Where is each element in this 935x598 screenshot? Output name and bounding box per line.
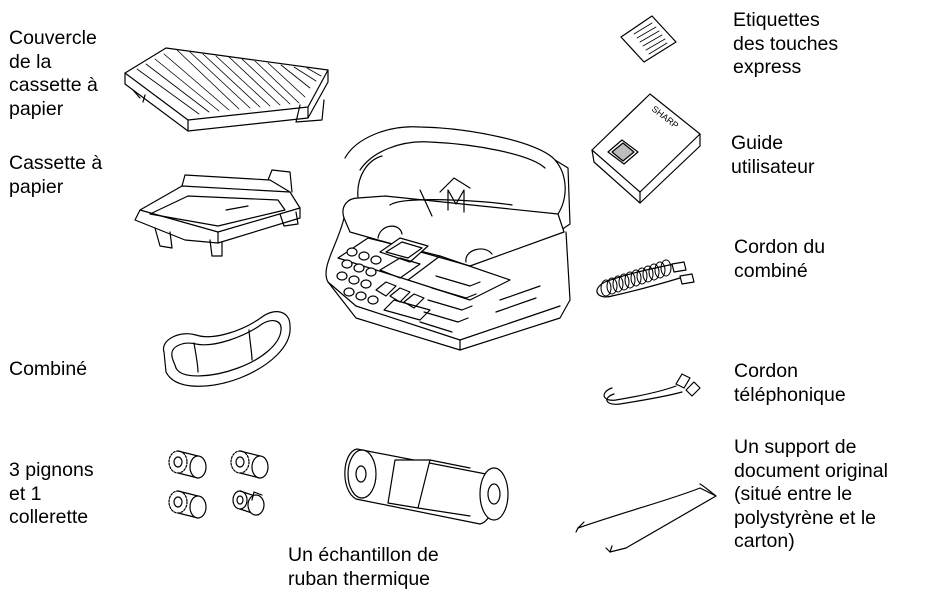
telephone-cord-illustration [604, 374, 700, 404]
rapid-key-labels-illustration [621, 16, 676, 62]
handset-illustration [163, 312, 290, 387]
user-guide-illustration: SHARP [592, 94, 700, 203]
gears-illustration [169, 451, 268, 518]
fax-machine-illustration [326, 127, 570, 350]
handset-cord-illustration [597, 260, 694, 297]
paper-tray-cover-illustration [125, 48, 328, 131]
thermal-ribbon-illustration [345, 449, 508, 524]
paper-tray-illustration [135, 170, 300, 256]
document-support-illustration [576, 484, 716, 552]
